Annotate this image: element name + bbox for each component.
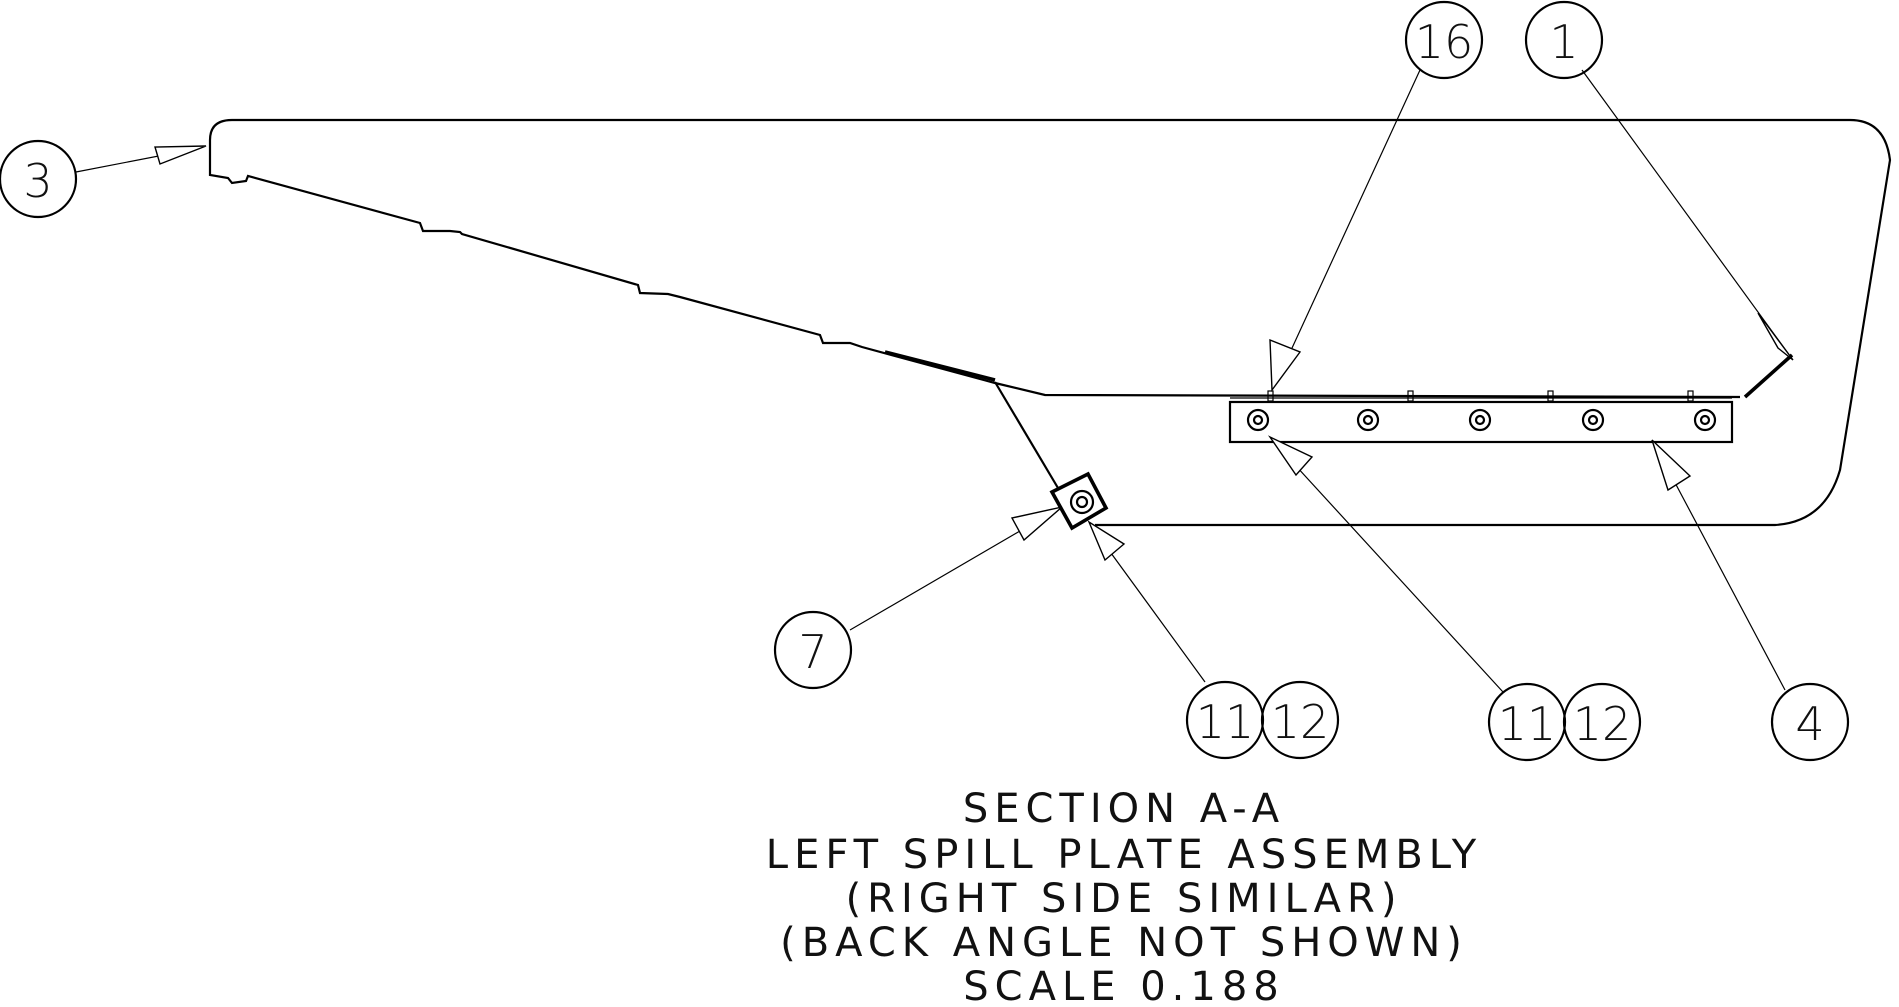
- balloon-11-b: 11: [1487, 682, 1567, 762]
- spill-plate-outline: [208, 118, 1892, 527]
- balloon-12-b-label: 12: [1573, 697, 1632, 751]
- nut-3: [1468, 408, 1492, 432]
- balloon-4: 4: [1770, 682, 1850, 762]
- caption-note-right-side: (RIGHT SIDE SIMILAR): [846, 876, 1403, 922]
- section-caption: SECTION A-A LEFT SPILL PLATE ASSEMBLY (R…: [766, 786, 1482, 1007]
- balloon-7: 7: [773, 610, 853, 690]
- balloon-11-a-label: 11: [1196, 695, 1255, 749]
- balloon-12-a: 12: [1260, 680, 1340, 760]
- nut-4: [1581, 408, 1605, 432]
- balloon-11-b-label: 11: [1498, 697, 1557, 751]
- balloon-3-label: 3: [23, 154, 52, 208]
- nut-5: [1693, 408, 1717, 432]
- balloon-7-label: 7: [798, 625, 827, 679]
- fastener-row: [1246, 408, 1717, 432]
- leader-lines: [75, 69, 1794, 693]
- balloon-4-label: 4: [1795, 697, 1824, 751]
- caption-section-title: SECTION A-A: [963, 786, 1285, 832]
- mounting-angle: [1228, 390, 1734, 444]
- balloon-1-label: 1: [1549, 15, 1578, 69]
- balloon-12-a-label: 12: [1271, 695, 1330, 749]
- caption-scale: SCALE 0.188: [963, 964, 1284, 1007]
- balloon-3: 3: [0, 139, 78, 219]
- caption-note-back-angle: (BACK ANGLE NOT SHOWN): [780, 920, 1468, 966]
- nut-2: [1356, 408, 1380, 432]
- nut-1: [1246, 408, 1270, 432]
- balloon-12-b: 12: [1562, 682, 1642, 762]
- item-balloons: 3 16 1 7 11 12 11 12: [0, 0, 1850, 762]
- support-clip: [994, 381, 1109, 531]
- caption-assembly-name: LEFT SPILL PLATE ASSEMBLY: [766, 832, 1482, 878]
- balloon-1: 1: [1524, 0, 1604, 80]
- balloon-16-label: 16: [1415, 15, 1474, 69]
- balloon-11-a: 11: [1185, 680, 1265, 760]
- balloon-16: 16: [1404, 0, 1484, 80]
